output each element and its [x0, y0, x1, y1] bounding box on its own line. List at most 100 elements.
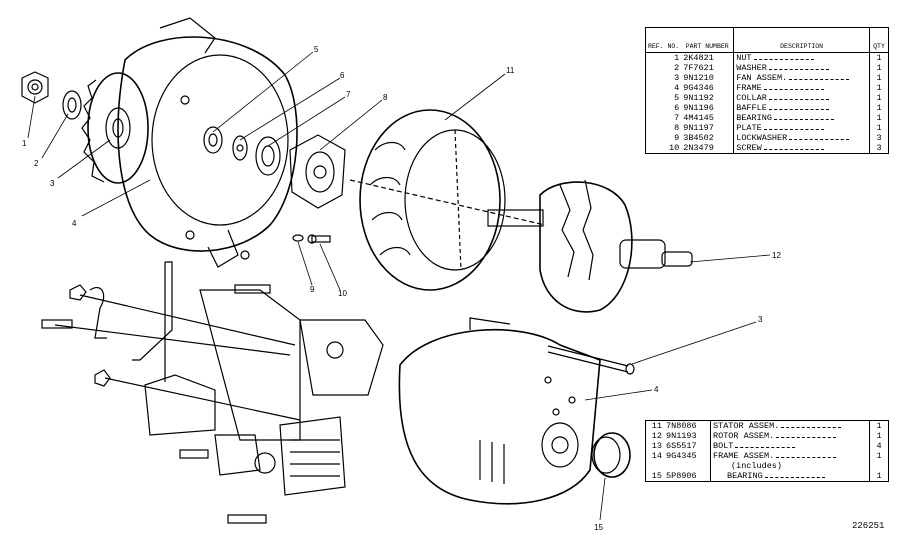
ref-cell: 10 [669, 143, 680, 153]
baffle-part [232, 135, 248, 161]
qty-cell: 1 [876, 123, 882, 133]
part-cell: 9G4345 [664, 451, 711, 461]
part-cell: 9N1192 [681, 93, 735, 103]
qty-header: QTY [869, 27, 889, 53]
desc-text: FRAME [736, 83, 762, 93]
part-cell: 7N8086 [664, 420, 711, 431]
callout-numbers: 1 2 3 4 5 6 7 8 9 10 11 12 3 4 15 [22, 45, 781, 532]
part-cell: 6S5517 [664, 441, 711, 451]
fan-assembly-part [81, 72, 149, 184]
part-cell: 7F7621 [681, 63, 735, 73]
ref-cell: 3 [674, 73, 680, 83]
callout-6: 6 [340, 71, 345, 80]
qty-cell: 3 [876, 143, 882, 153]
desc-cell: BOLT [710, 441, 870, 451]
ref-cell: 6 [674, 103, 680, 113]
qty-cell: 4 [876, 441, 882, 451]
callout-10: 10 [338, 289, 347, 298]
desc-text: STATOR ASSEM. [713, 421, 780, 431]
qty-cell: 3 [876, 133, 882, 143]
qty-cell: 1 [876, 53, 882, 63]
ref-cell: 13 [651, 441, 662, 451]
desc-cell: NUT [733, 52, 870, 63]
leader-lines [27, 51, 771, 521]
desc-cell: BEARING [710, 471, 870, 482]
leader-dashes [753, 53, 814, 60]
desc-cell: BEARING [733, 113, 870, 123]
leader-dashes [763, 123, 824, 130]
desc-text: FAN ASSEM. [736, 73, 788, 83]
leader-dashes [735, 441, 796, 448]
leader-dashes [768, 103, 829, 110]
part-cell: 9G4346 [681, 83, 735, 93]
qty-cell: 1 [876, 63, 882, 73]
leader-dashes [781, 421, 842, 428]
callout-13: 3 [758, 315, 763, 324]
qty-cell: 1 [876, 421, 882, 431]
ref-cell: 5 [674, 93, 680, 103]
lockwasher-part [292, 234, 304, 242]
desc-cell: PLATE [733, 123, 870, 133]
regulator-bracket-part [41, 261, 384, 524]
part-cell: 9N1210 [681, 73, 735, 83]
part-cell [664, 461, 711, 471]
bearing-part [255, 136, 281, 176]
desc-cell: (includes) [710, 461, 870, 471]
part-cell: 2N3479 [681, 143, 735, 154]
drawing-reference-number: 226251 [852, 521, 885, 531]
callout-2: 2 [34, 159, 39, 168]
desc-text: PLATE [736, 123, 762, 133]
leader-dashes [776, 451, 837, 458]
ref-cell: 11 [651, 421, 662, 431]
description-header: DESCRIPTION [733, 27, 870, 53]
qty-cell: 1 [876, 93, 882, 103]
qty-cell: 1 [876, 431, 882, 441]
desc-cell: FAN ASSEM. [733, 73, 870, 83]
desc-text: COLLAR [736, 93, 767, 103]
table-row: (includes) [646, 461, 889, 471]
desc-cell: WASHER [733, 63, 870, 73]
part-cell: 9N1197 [681, 123, 735, 133]
desc-text: BAFFLE [736, 103, 767, 113]
rear-frame-part [398, 317, 601, 505]
ref-cell: 12 [651, 431, 662, 441]
desc-cell: ROTOR ASSEM. [710, 431, 870, 441]
part-cell: 5P8906 [664, 471, 711, 482]
desc-text: BEARING [736, 113, 772, 123]
qty-cell: 1 [876, 451, 882, 461]
desc-cell: FRAME [733, 83, 870, 93]
ref-cell: 8 [674, 123, 680, 133]
qty-cell: 1 [876, 103, 882, 113]
desc-text: ROTOR ASSEM. [713, 431, 775, 441]
part-cell: 9N1193 [664, 431, 711, 441]
callout-5: 5 [314, 45, 319, 54]
part-cell: 4M4145 [681, 113, 735, 123]
leader-dashes [763, 143, 824, 150]
callout-9: 9 [310, 285, 315, 294]
part-cell: 3B4502 [681, 133, 735, 143]
callout-8: 8 [383, 93, 388, 102]
ref-cell: 7 [674, 113, 680, 123]
leader-dashes [764, 471, 825, 478]
washer-part [62, 90, 82, 120]
callout-7: 7 [346, 90, 351, 99]
rear-bearing-part [591, 432, 631, 478]
callout-14: 4 [654, 385, 659, 394]
ref-cell: 4 [674, 83, 680, 93]
leader-dashes [768, 63, 829, 70]
desc-text: FRAME ASSEM. [713, 451, 775, 461]
